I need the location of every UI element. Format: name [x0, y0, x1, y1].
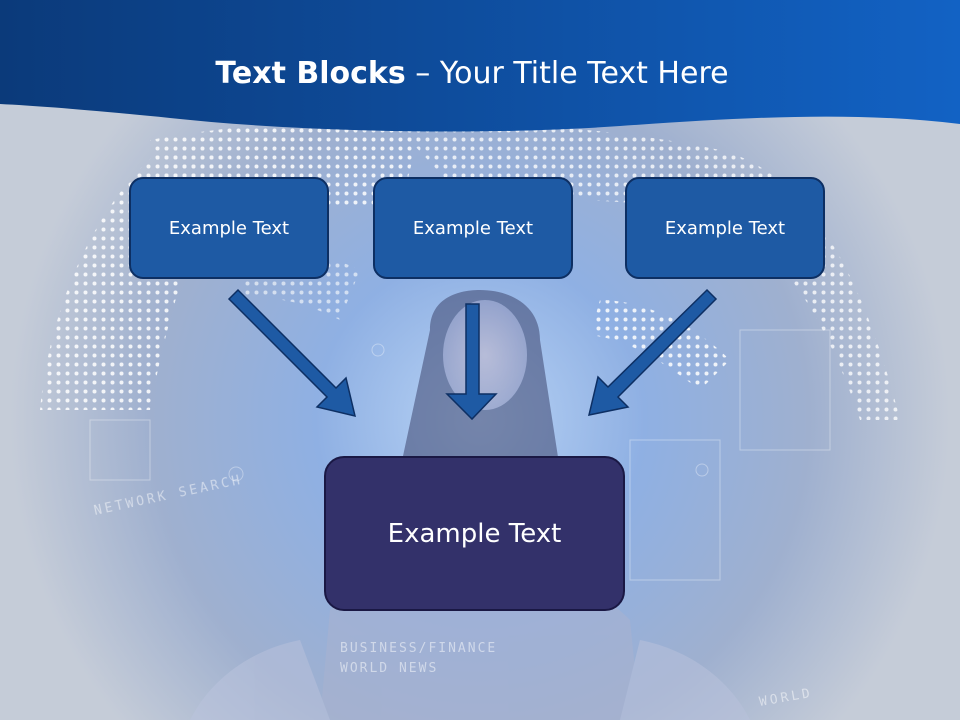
text-block-right[interactable]: Example Text — [625, 177, 825, 279]
svg-text:BUSINESS/FINANCE: BUSINESS/FINANCE — [340, 641, 497, 656]
text-block-left-label: Example Text — [168, 217, 290, 239]
arrow-right — [587, 288, 718, 416]
text-block-center[interactable]: Example Text — [373, 177, 573, 279]
text-block-center-label: Example Text — [412, 217, 534, 239]
title-bold: Text Blocks — [215, 56, 406, 91]
header-wave — [0, 0, 960, 132]
arrow-left — [227, 288, 357, 418]
hud-panels — [89, 329, 831, 581]
arrow-center — [445, 303, 498, 421]
title-rest: Your Title Text Here — [439, 56, 729, 91]
svg-text:WORLD NEWS: WORLD NEWS — [340, 661, 438, 676]
slide-title: Text Blocks – Your Title Text Here — [0, 56, 944, 91]
text-block-left[interactable]: Example Text — [129, 177, 329, 279]
title-dash: – — [405, 56, 440, 91]
target-text-block-label: Example Text — [387, 518, 562, 549]
text-block-right-label: Example Text — [664, 217, 786, 239]
target-text-block[interactable]: Example Text — [324, 456, 625, 611]
